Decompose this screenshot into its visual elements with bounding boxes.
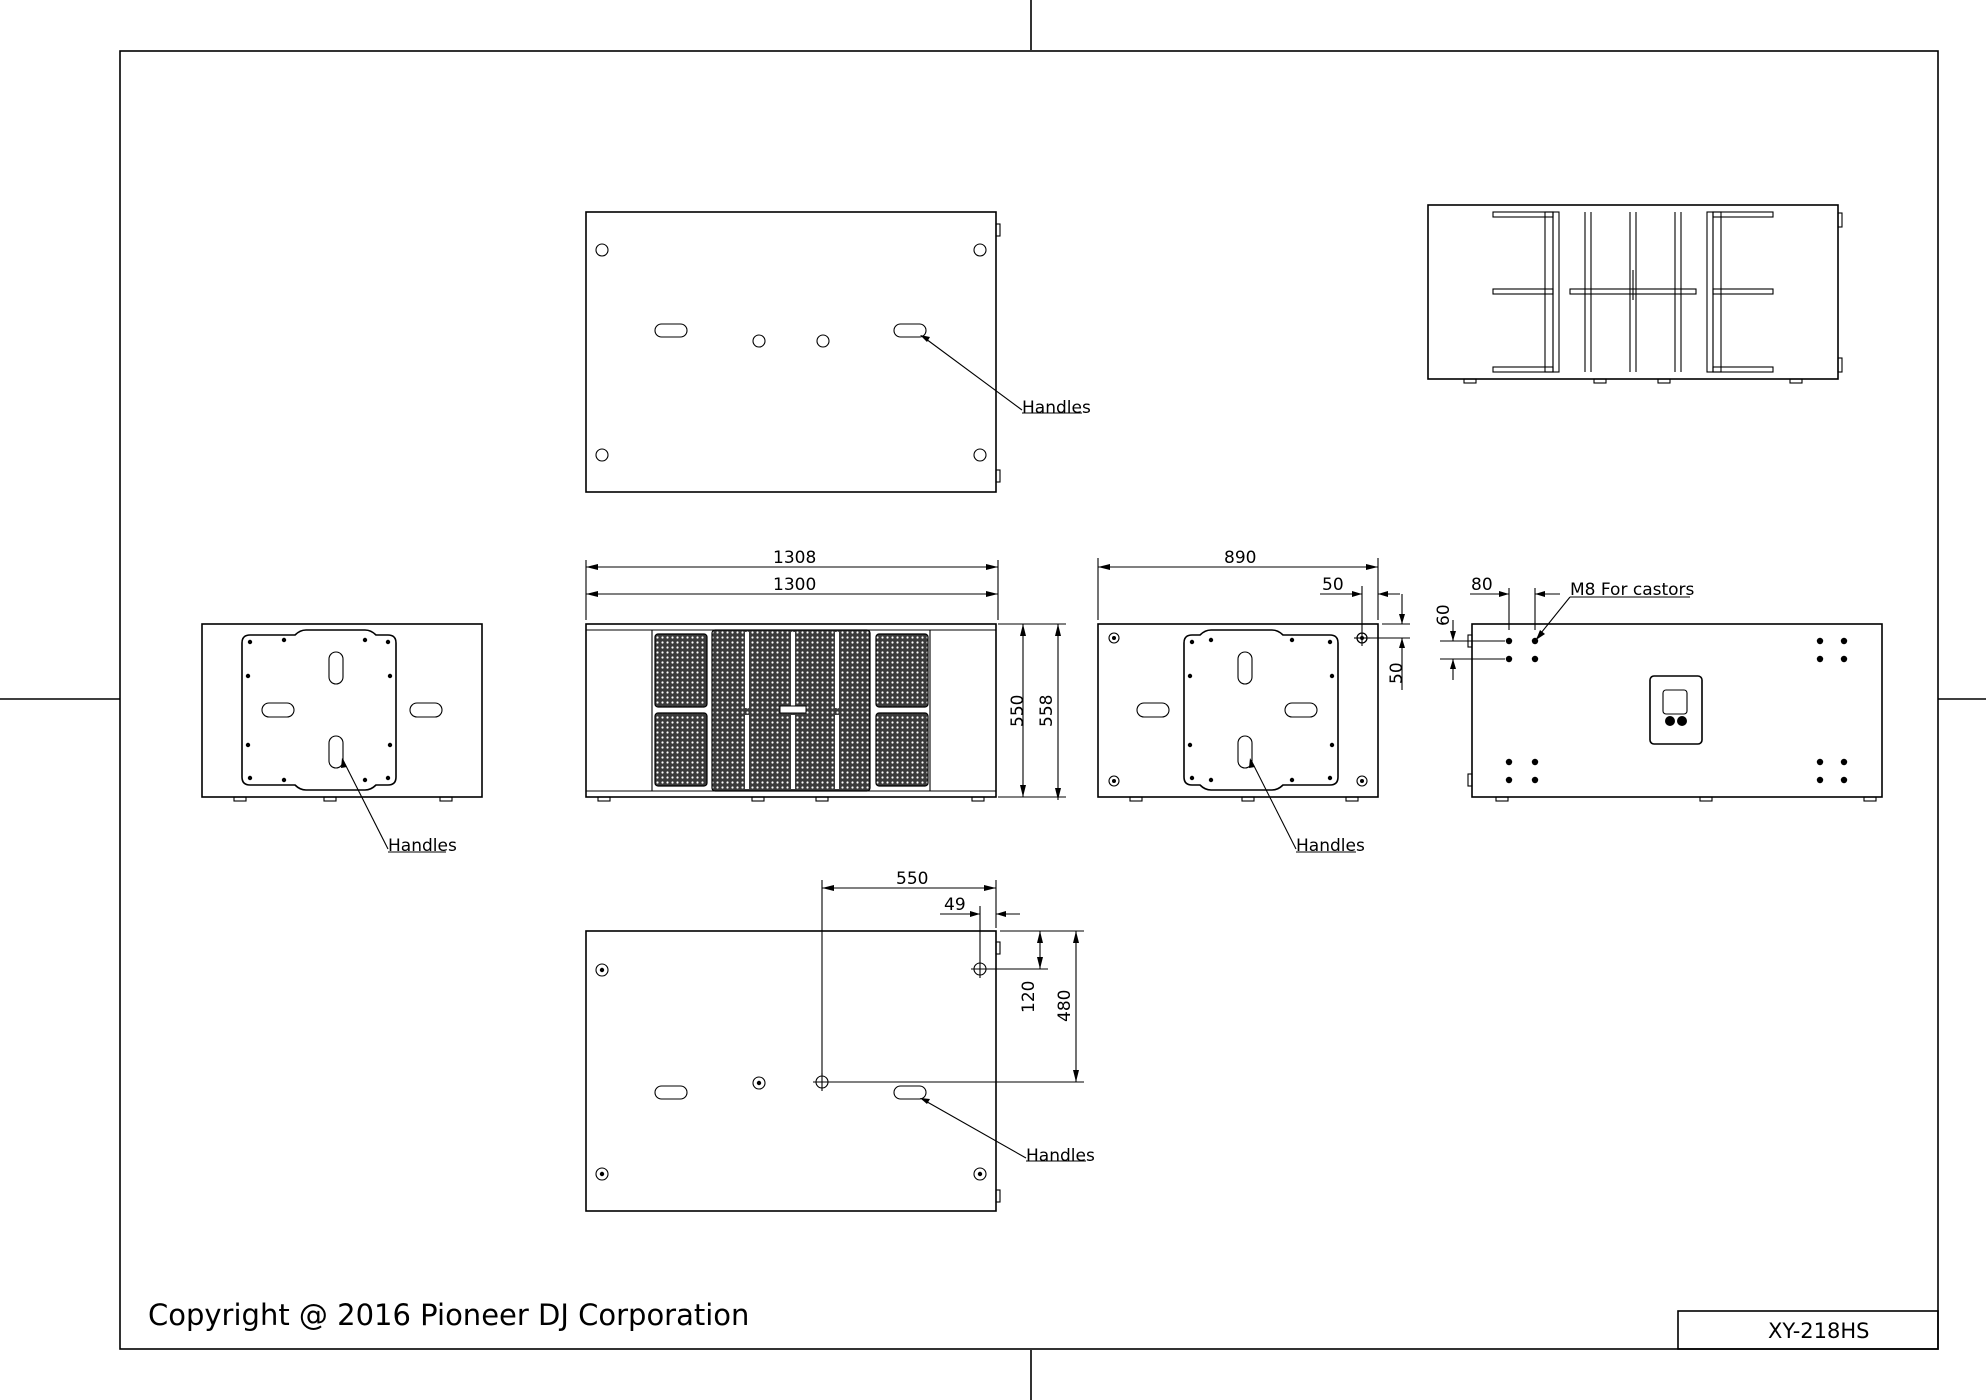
dim-height-inner: 550: [1008, 695, 1028, 727]
handles-label-top: Handles: [1022, 398, 1091, 418]
castors-label: M8 For castors: [1570, 580, 1695, 600]
front-view: 1308 1300 550 558: [585, 548, 1066, 802]
dim-height-outer: 558: [1037, 695, 1057, 727]
bottom-view: Handles 550 49 120 480: [585, 869, 1095, 1212]
dim-bottom-offset-v2: 480: [1055, 990, 1075, 1022]
dim-front-width-outer: 1308: [773, 548, 816, 568]
dim-front-width-inner: 1300: [773, 575, 816, 595]
dim-side-offset-v: 50: [1387, 662, 1407, 684]
left-side-view: Handles: [201, 623, 483, 856]
dim-rear-offset-v: 60: [1434, 604, 1454, 626]
rear-view: 80 60 M8 For castors: [1434, 575, 1883, 802]
dim-depth: 890: [1224, 548, 1256, 568]
title-block: XY-218HS: [1677, 1310, 1939, 1350]
dim-side-offset-h: 50: [1322, 575, 1344, 595]
handles-label-left: Handles: [388, 836, 457, 856]
dim-bottom-width: 550: [896, 869, 928, 889]
model-number: XY-218HS: [1768, 1319, 1870, 1343]
dim-bottom-offset-v1: 120: [1019, 981, 1039, 1013]
dim-rear-offset-h: 80: [1471, 575, 1493, 595]
section-view: [1427, 204, 1843, 384]
dim-bottom-offset-h: 49: [944, 895, 966, 915]
copyright-notice: Copyright @ 2016 Pioneer DJ Corporation: [148, 1298, 749, 1332]
top-view: Handles: [585, 211, 1091, 493]
right-side-view: Handles 890 50 50: [1097, 548, 1410, 856]
handles-label-right: Handles: [1296, 836, 1365, 856]
drawing-frame: [119, 50, 1939, 1350]
handles-label-bottom: Handles: [1026, 1146, 1095, 1166]
